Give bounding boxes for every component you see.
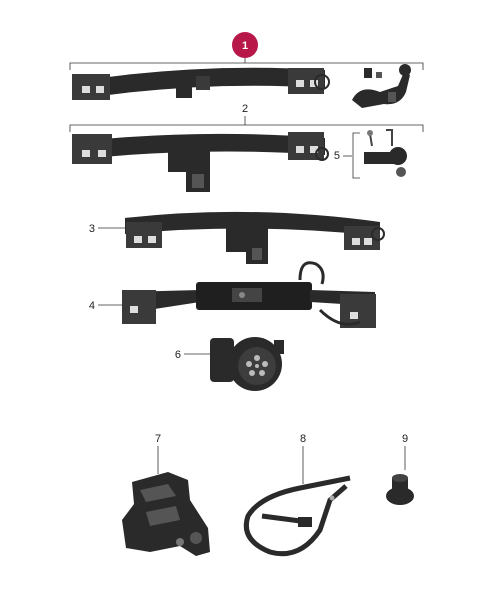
electrical-module-4 [122,261,376,328]
callout-7[interactable]: 7 [155,433,161,445]
socket-6 [210,337,284,391]
callout-3[interactable]: 3 [89,223,95,235]
part-2-group: 2 [69,103,424,192]
callout-5[interactable]: 5 [334,150,340,162]
part-8-group: 8 [243,433,351,557]
part-5-group: 5 [334,129,407,179]
part-7-group: 7 [122,433,210,556]
part-4-group: 4 [89,261,376,328]
cross-member-3 [125,211,385,264]
callout-4[interactable]: 4 [89,300,95,312]
callout-1-label: 1 [242,40,248,52]
callout-2[interactable]: 2 [242,103,248,115]
callout-8[interactable]: 8 [300,433,306,445]
bracket-2 [69,124,424,132]
bracket-5 [352,132,360,179]
part-1-group: 1 [69,32,424,108]
callout-9[interactable]: 9 [402,433,408,445]
cross-member-2 [72,132,329,192]
bracket-1 [69,62,424,70]
callout-6[interactable]: 6 [175,349,181,361]
ball-head-5 [364,129,407,177]
clip-9 [386,474,414,505]
part-3-group: 3 [89,211,385,264]
storage-tray-7 [122,472,210,556]
callout-1-bubble [232,32,258,58]
callout-1[interactable]: 1 [232,32,258,58]
strap-8 [243,475,351,557]
part-9-group: 9 [386,433,414,505]
ball-neck-1 [352,64,411,108]
cross-member-1 [72,67,330,100]
part-6-group: 6 [175,337,284,391]
